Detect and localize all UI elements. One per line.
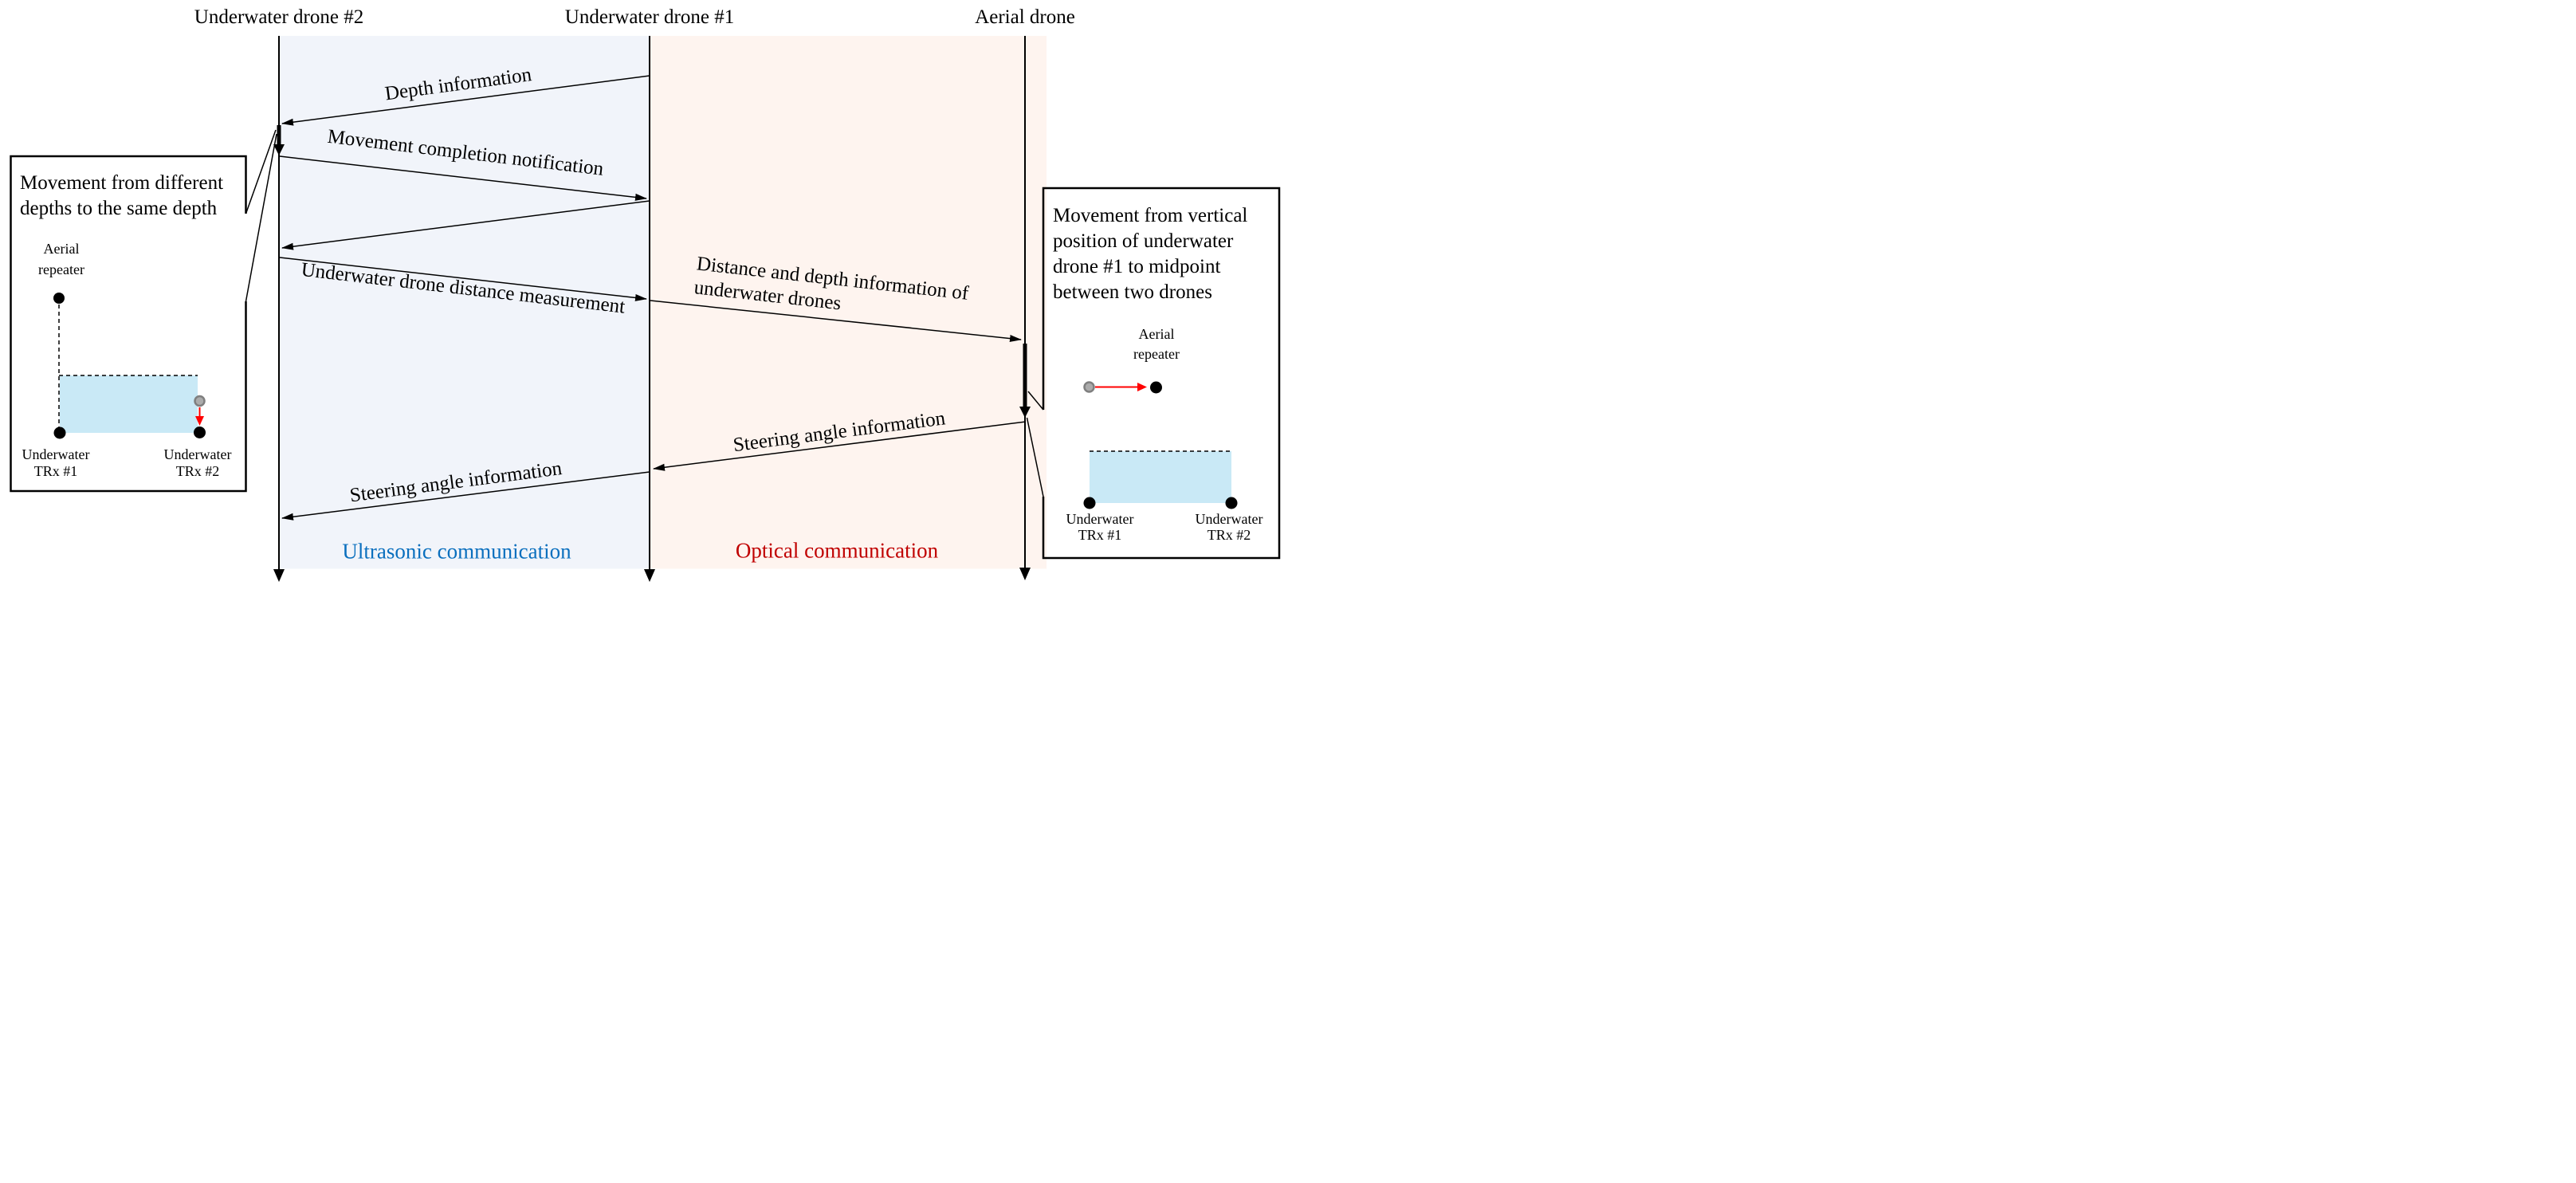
left-callout-title: Movement from different depths to the sa… <box>20 171 223 222</box>
right-callout-title-line4: between two drones <box>1053 281 1212 303</box>
right-callout-title-line1: Movement from vertical <box>1053 205 1248 226</box>
label-ultrasonic-communication: Ultrasonic communication <box>342 539 571 564</box>
arrow-distance-depth-info <box>650 300 1022 343</box>
left-aerial-repeater-label: Aerial repeater <box>38 241 84 277</box>
right-trx1-dot <box>1083 497 1096 509</box>
header-underwater-drone-1: Underwater drone #1 <box>564 6 735 28</box>
label-optical-communication: Optical communication <box>735 538 939 563</box>
right-callout-title-line3: drone #1 to midpoint <box>1053 256 1221 277</box>
diagram-canvas <box>10 36 1281 582</box>
right-trx2-dot <box>1225 497 1238 509</box>
right-water-rect <box>1090 451 1231 503</box>
arrow-distance-measurement <box>279 257 647 301</box>
left-callout-pointer-upper <box>245 129 277 214</box>
right-callout-title-line2: position of underwater <box>1053 230 1234 252</box>
sequence-diagram: Underwater drone #2 Underwater drone #1 … <box>0 0 1288 592</box>
left-callout-title-line2: depths to the same depth <box>20 198 218 219</box>
lifeline-arrow-drone-2 <box>273 569 285 582</box>
right-callout-pointer-lower <box>1026 417 1044 497</box>
left-callout-pointer-lower <box>245 133 277 302</box>
right-aerial-repeater-label: Aerial repeater <box>1133 326 1180 362</box>
header-aerial-drone: Aerial drone <box>975 6 1075 28</box>
right-aerial-repeater-dot <box>1150 381 1162 394</box>
lifeline-arrow-aerial <box>1019 568 1031 580</box>
right-callout-title: Movement from vertical position of under… <box>1053 203 1247 305</box>
left-callout-title-line1: Movement from different <box>20 172 224 194</box>
right-callout-box <box>1042 187 1281 560</box>
left-trx2-label: Underwater TRx #2 <box>163 446 232 479</box>
header-underwater-drone-2: Underwater drone #2 <box>194 6 364 28</box>
arrow-depth-information <box>281 75 650 126</box>
right-trx2-label: Underwater TRx #2 <box>1195 511 1263 543</box>
right-callout-pointer-upper <box>1027 391 1044 411</box>
optical-zone <box>650 36 1046 569</box>
left-trx1-dot <box>53 426 66 439</box>
left-trx1-label: Underwater TRx #1 <box>22 446 90 479</box>
left-old-position-dot <box>194 395 206 407</box>
right-trx1-label: Underwater TRx #1 <box>1066 511 1134 543</box>
arrow-return-unlabeled <box>281 200 650 250</box>
lifeline-arrow-drone-1 <box>644 569 655 582</box>
left-trx2-dot <box>194 426 206 438</box>
arrow-steering-angle-ultrasonic <box>281 471 650 521</box>
arrow-steering-angle-optical <box>653 421 1027 471</box>
arrow-movement-completion <box>279 155 647 201</box>
left-callout-box <box>10 155 247 493</box>
left-water-rect <box>60 375 198 433</box>
left-aerial-repeater-dot <box>53 293 65 304</box>
right-old-position-dot <box>1083 381 1095 393</box>
